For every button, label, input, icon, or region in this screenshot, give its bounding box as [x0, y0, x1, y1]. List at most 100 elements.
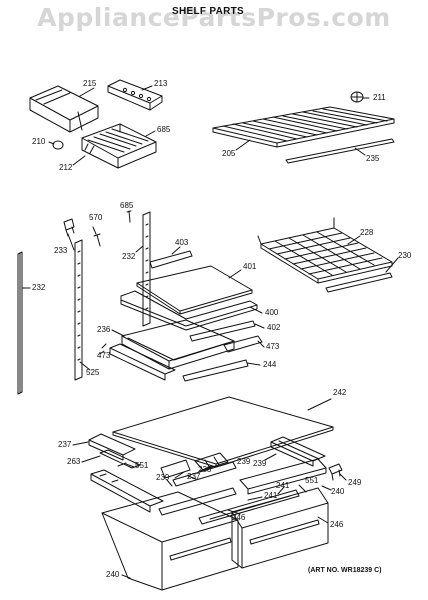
- leader-403: [172, 247, 180, 254]
- label-685-screw: 685: [120, 201, 134, 210]
- label-235: 235: [366, 154, 380, 163]
- label-685: 685: [157, 125, 171, 134]
- support-237-left: [89, 434, 135, 460]
- label-239-left: 239: [156, 473, 170, 482]
- screw-685b: [127, 211, 131, 222]
- label-212: 212: [59, 163, 73, 172]
- side-rail-240-left: [91, 470, 163, 512]
- label-403: 403: [175, 238, 189, 247]
- leader-228: [348, 236, 360, 244]
- leader-237a: [73, 442, 88, 445]
- leader-212: [73, 156, 85, 165]
- ladder-rail-232-right: [143, 212, 150, 326]
- label-401: 401: [243, 262, 257, 271]
- drawer-246: [232, 488, 328, 568]
- label-230: 230: [398, 251, 412, 260]
- leader-400: [250, 307, 262, 313]
- label-238: 238: [198, 465, 212, 474]
- leader-215: [80, 88, 94, 96]
- label-244: 244: [263, 360, 277, 369]
- leader-239c: [167, 480, 172, 486]
- label-215: 215: [83, 79, 97, 88]
- slide-rail-473-left: [110, 344, 175, 380]
- label-246-center: 246: [232, 513, 246, 522]
- bin-215: [30, 86, 98, 132]
- trim-402: [190, 321, 255, 341]
- label-213: 213: [154, 79, 168, 88]
- leader-240b: [122, 575, 130, 578]
- trim-244: [183, 360, 248, 381]
- leader-570: [93, 227, 96, 234]
- ladder-rail-525: [75, 240, 82, 380]
- label-473-left: 473: [97, 351, 111, 360]
- label-263: 263: [67, 457, 81, 466]
- wire-bin-685: [82, 124, 156, 168]
- label-232-left: 232: [32, 283, 46, 292]
- label-241-right: 241: [276, 481, 290, 490]
- watermark: AppliancePartsPros.com: [37, 3, 391, 32]
- support-right-239: [271, 437, 325, 466]
- rail-232-left: [18, 252, 22, 394]
- leader-246a: [318, 517, 328, 523]
- label-400: 400: [265, 308, 279, 317]
- frame-400: [121, 291, 257, 330]
- label-240-right: 240: [331, 487, 345, 496]
- leader-213: [142, 86, 152, 90]
- shelf-213: [108, 80, 162, 110]
- diagram-title: SHELF PARTS: [172, 6, 245, 17]
- leader-263: [82, 456, 100, 462]
- screw-551a: [118, 463, 126, 466]
- label-236: 236: [97, 325, 111, 334]
- leader-240a: [322, 486, 331, 490]
- leader-244: [247, 363, 260, 365]
- leader-402: [255, 324, 264, 328]
- leader-239b: [265, 454, 276, 460]
- leader-551a: [126, 464, 134, 467]
- leader-249: [340, 474, 346, 480]
- label-205: 205: [222, 149, 236, 158]
- knob-210: [49, 141, 63, 149]
- label-551-left: 551: [135, 461, 149, 470]
- leader-246b: [228, 510, 240, 514]
- support-238: [173, 462, 236, 486]
- leader-401: [229, 270, 241, 278]
- leader-241b: [278, 487, 284, 494]
- label-473-right: 473: [266, 342, 280, 351]
- leader-473b: [258, 341, 264, 347]
- leader-230: [386, 258, 398, 272]
- trim-241-center: [159, 488, 236, 515]
- leader-238: [175, 472, 184, 478]
- label-210: 210: [32, 137, 46, 146]
- glass-401: [137, 266, 252, 314]
- leader-232b: [136, 246, 143, 252]
- label-237-left: 237: [58, 440, 72, 449]
- label-242: 242: [333, 388, 347, 397]
- label-551-right: 551: [305, 476, 319, 485]
- support-263: [100, 450, 140, 468]
- label-240-bottom: 240: [106, 570, 120, 579]
- clip-211: [351, 92, 363, 102]
- label-246-right: 246: [330, 520, 344, 529]
- label-241-center: 241: [264, 491, 278, 500]
- drawer-240: [102, 492, 238, 590]
- label-402: 402: [267, 323, 281, 332]
- screw-570: [94, 234, 100, 246]
- wire-shelf-205: [213, 107, 394, 147]
- trim-403: [150, 251, 192, 268]
- leader-525: [80, 362, 90, 370]
- label-239-center: 239: [237, 457, 251, 466]
- label-570: 570: [89, 213, 103, 222]
- label-232-right: 232: [122, 252, 136, 261]
- label-233: 233: [54, 246, 68, 255]
- label-228: 228: [360, 228, 374, 237]
- leader-233: [68, 234, 74, 250]
- leader-205: [236, 140, 250, 150]
- side-rail-240-right: [240, 459, 326, 494]
- wire-shelf-228: [258, 218, 392, 283]
- bracket-233: [64, 219, 74, 236]
- leader-237b: [188, 476, 196, 479]
- label-211: 211: [373, 93, 386, 102]
- leader-241a: [248, 497, 262, 500]
